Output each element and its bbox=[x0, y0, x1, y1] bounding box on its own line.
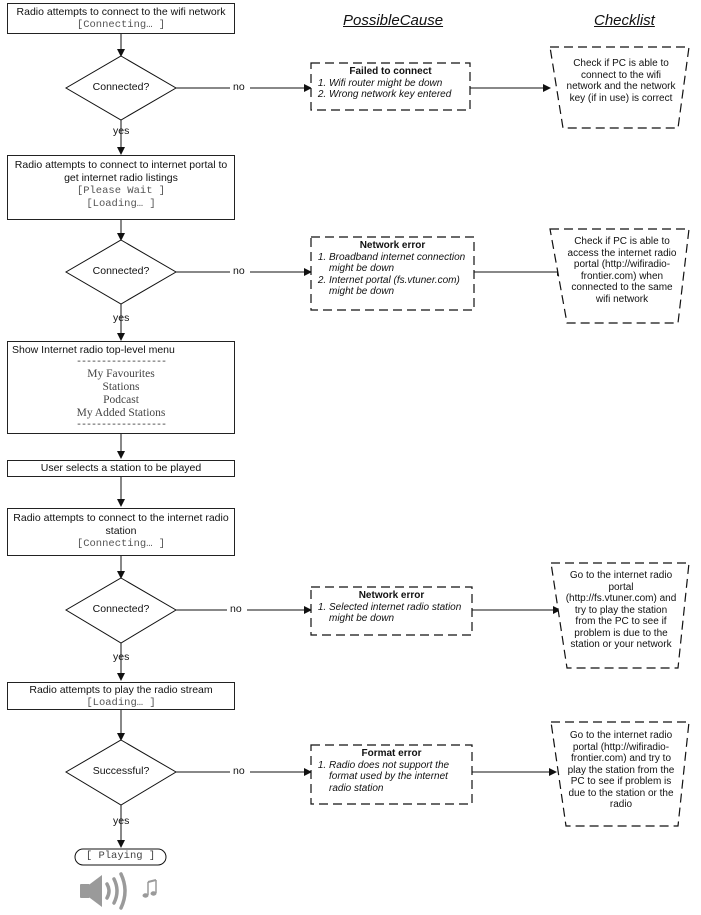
decision-1-text: Connected? bbox=[92, 81, 150, 93]
cause-title: Failed to connect bbox=[349, 66, 432, 77]
possible-cause-header: PossibleCause bbox=[343, 12, 444, 29]
music-note-icon bbox=[142, 879, 157, 898]
cause-title: Format error bbox=[361, 748, 422, 759]
menu-divider-top: ------------------ bbox=[75, 357, 167, 368]
step-connect-wifi: Radio attempts to connect to the wifi ne… bbox=[7, 3, 235, 34]
cause-3-border bbox=[310, 586, 473, 636]
step-connect-station: Radio attempts to connect to the interne… bbox=[7, 508, 235, 556]
menu-item: My Added Stations bbox=[76, 407, 166, 419]
cause-item: Selected internet radio station might be… bbox=[329, 602, 466, 625]
cause-failed-to-connect: Failed to connect Wifi router might be d… bbox=[311, 63, 470, 110]
cause-item: Internet portal (fs.vtuner.com) might be… bbox=[329, 275, 468, 298]
checklist-item-3: Go to the internet radio portal (http://… bbox=[565, 570, 677, 650]
step-connect-station-text: Radio attempts to connect to the interne… bbox=[13, 512, 229, 537]
step-play-stream: Radio attempts to play the radio stream … bbox=[7, 682, 235, 710]
decision-3-shape bbox=[65, 577, 177, 644]
speaker-icon bbox=[80, 875, 102, 907]
cause-network-error-portal: Network error Broadband internet connect… bbox=[311, 237, 474, 310]
check-3-border bbox=[550, 562, 690, 669]
decision-3-text: Connected? bbox=[92, 603, 150, 615]
decision-2-shape bbox=[65, 239, 177, 305]
cause-item: Wifi router might be down bbox=[329, 78, 464, 90]
cause-item: Wrong network key entered bbox=[329, 89, 464, 101]
cause-format-error: Format error Radio does not support the … bbox=[311, 745, 472, 804]
final-playing-label: [ Playing ] bbox=[85, 850, 156, 862]
step-user-selects-station-text: User selects a station to be played bbox=[40, 462, 202, 474]
step-user-selects-station: User selects a station to be played bbox=[7, 460, 235, 477]
check-1-border bbox=[549, 46, 690, 129]
step-connect-portal-text: Radio attempts to connect to internet po… bbox=[14, 159, 228, 184]
step-connect-station-status: [Connecting… ] bbox=[76, 538, 166, 550]
cause-network-error-station: Network error Selected internet radio st… bbox=[311, 587, 472, 635]
cause-item: Broadband internet connection might be d… bbox=[329, 252, 468, 275]
menu-items-list: My Favourites Stations Podcast My Added … bbox=[8, 368, 234, 420]
menu-item: Podcast bbox=[103, 394, 139, 406]
check-2-border bbox=[549, 228, 690, 324]
step-connect-wifi-status: [Connecting… ] bbox=[76, 19, 166, 31]
step-connect-wifi-text: Radio attempts to connect to the wifi ne… bbox=[16, 6, 226, 18]
cause-2-border bbox=[310, 236, 475, 311]
decision-2-yes-label: yes bbox=[113, 312, 130, 324]
cause-1-border bbox=[310, 62, 471, 111]
checklist-header: Checklist bbox=[594, 12, 655, 29]
checklist-item-2: Check if PC is able to access the intern… bbox=[567, 236, 677, 305]
decision-2-no-label: no bbox=[233, 265, 245, 277]
decision-1-yes-label: yes bbox=[113, 125, 130, 137]
cause-4-border bbox=[310, 744, 473, 805]
menu-item: My Favourites bbox=[87, 368, 155, 380]
step-connect-portal-status-loading: [Loading… ] bbox=[86, 198, 156, 210]
step-top-level-menu: Show Internet radio top-level menu -----… bbox=[7, 341, 235, 434]
decision-4-yes-label: yes bbox=[113, 815, 130, 827]
checklist-item-1: Check if PC is able to connect to the wi… bbox=[566, 58, 676, 104]
final-terminator-shape bbox=[74, 848, 167, 866]
menu-divider-bottom: ------------------ bbox=[75, 420, 167, 431]
decision-3-yes-label: yes bbox=[113, 651, 130, 663]
decision-4-shape bbox=[65, 739, 177, 806]
decision-1-shape bbox=[65, 55, 177, 121]
cause-item: Radio does not support the format used b… bbox=[329, 760, 466, 795]
step-connect-portal-status-wait: [Please Wait ] bbox=[76, 185, 166, 197]
check-4-border bbox=[550, 721, 690, 827]
decision-3-no-label: no bbox=[230, 603, 242, 615]
menu-item: Stations bbox=[102, 381, 140, 393]
decision-2-text: Connected? bbox=[92, 265, 150, 277]
decision-1-no-label: no bbox=[233, 81, 245, 93]
step-play-stream-status: [Loading… ] bbox=[86, 697, 156, 709]
checklist-item-4: Go to the internet radio portal (http://… bbox=[567, 730, 675, 810]
step-top-level-menu-text: Show Internet radio top-level menu bbox=[12, 344, 175, 356]
decision-4-text: Successful? bbox=[92, 765, 150, 777]
cause-title: Network error bbox=[359, 240, 426, 251]
cause-title: Network error bbox=[358, 590, 425, 601]
step-play-stream-text: Radio attempts to play the radio stream bbox=[29, 684, 213, 696]
step-connect-portal: Radio attempts to connect to internet po… bbox=[7, 155, 235, 220]
decision-4-no-label: no bbox=[233, 765, 245, 777]
